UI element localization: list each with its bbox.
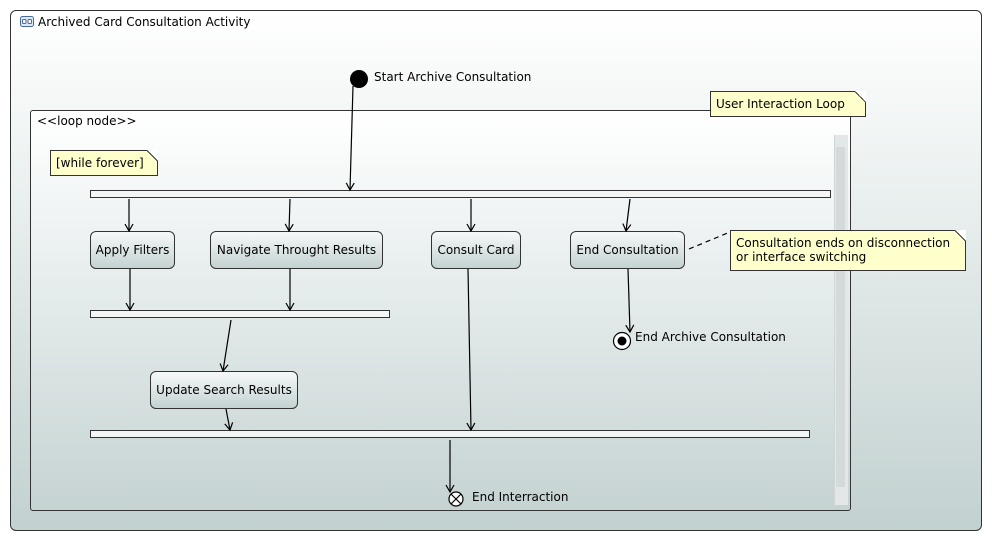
note-condition[interactable]: [while forever] xyxy=(50,150,158,176)
start-node-label: Start Archive Consultation xyxy=(374,70,532,84)
activity-icon xyxy=(20,16,34,27)
flow-consult-to-join xyxy=(466,268,476,432)
join-bar-filters[interactable] xyxy=(90,310,390,318)
flow-final-node xyxy=(448,491,464,507)
fork-bar[interactable] xyxy=(90,190,831,198)
start-node xyxy=(350,70,368,88)
join-bar-end[interactable] xyxy=(90,430,810,438)
action-apply-filters[interactable]: Apply Filters xyxy=(90,231,175,269)
flow-join-to-update xyxy=(219,319,232,373)
final-node xyxy=(612,331,632,351)
flow-start-to-fork xyxy=(345,85,355,192)
flow-update-to-join xyxy=(224,408,234,432)
loop-scroll-thumb[interactable] xyxy=(836,147,845,487)
action-navigate-results[interactable]: Navigate Throught Results xyxy=(210,231,383,269)
action-update-results[interactable]: Update Search Results xyxy=(150,371,298,409)
final-node-label: End Archive Consultation xyxy=(635,330,786,344)
flow-fork-to-navigate xyxy=(284,198,294,233)
activity-title: Archived Card Consultation Activity xyxy=(38,15,251,29)
note-anchor-end-consultation xyxy=(688,231,731,250)
flow-end-to-final xyxy=(625,268,635,334)
note-loop[interactable]: User Interaction Loop xyxy=(710,91,866,117)
flow-fork-to-end xyxy=(622,198,632,233)
loop-node-label: <<loop node>> xyxy=(37,114,137,128)
flow-final-label: End Interraction xyxy=(472,490,569,504)
note-end-consultation[interactable]: Consultation ends on disconnection or in… xyxy=(730,230,966,271)
action-consult-card[interactable]: Consult Card xyxy=(431,231,521,269)
